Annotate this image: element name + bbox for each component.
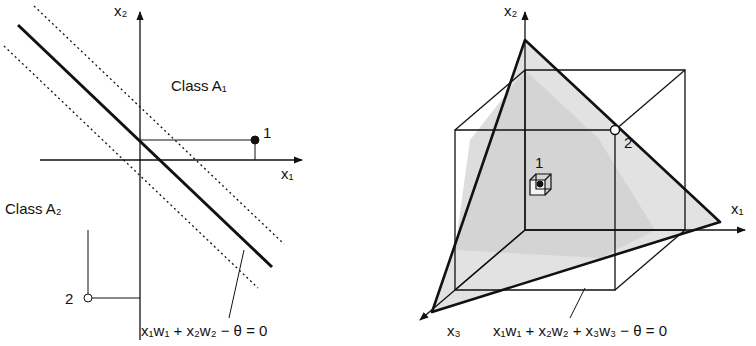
equation: x₁w₁ + x₂w₂ − θ = 0 — [140, 322, 268, 339]
x2-axis — [139, 12, 140, 340]
small-cube — [530, 174, 551, 195]
point-number: 1 — [534, 154, 544, 171]
projection-line — [92, 298, 140, 299]
point-1 — [537, 181, 543, 187]
point-number: 2 — [64, 290, 74, 307]
leader-line — [570, 288, 585, 318]
projection-line — [140, 140, 255, 141]
plane-2d — [4, 6, 302, 340]
x3-axis — [420, 230, 525, 320]
axis-label: x₃ — [446, 322, 462, 339]
unit-cube — [455, 70, 685, 290]
point-2 — [84, 294, 92, 302]
decision-line — [18, 25, 272, 267]
plane-fill — [432, 40, 720, 312]
leader-line — [229, 250, 244, 318]
axis-label: x₁ — [280, 165, 295, 182]
x1-axis — [40, 159, 302, 160]
margin-line — [34, 6, 284, 244]
point-1 — [251, 136, 259, 144]
point-2 — [611, 126, 620, 135]
point-number: 1 — [262, 124, 272, 141]
axis-label: x₁ — [730, 200, 745, 217]
separating-plane — [432, 40, 720, 312]
class-label: Class A₁ — [170, 77, 228, 94]
point-number: 2 — [623, 134, 633, 151]
projection-line — [88, 230, 89, 294]
margin-line — [4, 46, 258, 288]
axis-label: x₂ — [503, 2, 518, 19]
class-label: Class A₂ — [4, 200, 63, 217]
axis-label: x₂ — [113, 2, 128, 19]
equation: x₁w₁ + x₂w₂ + x₃w₃ − θ = 0 — [492, 322, 668, 339]
space-3d — [420, 12, 745, 320]
